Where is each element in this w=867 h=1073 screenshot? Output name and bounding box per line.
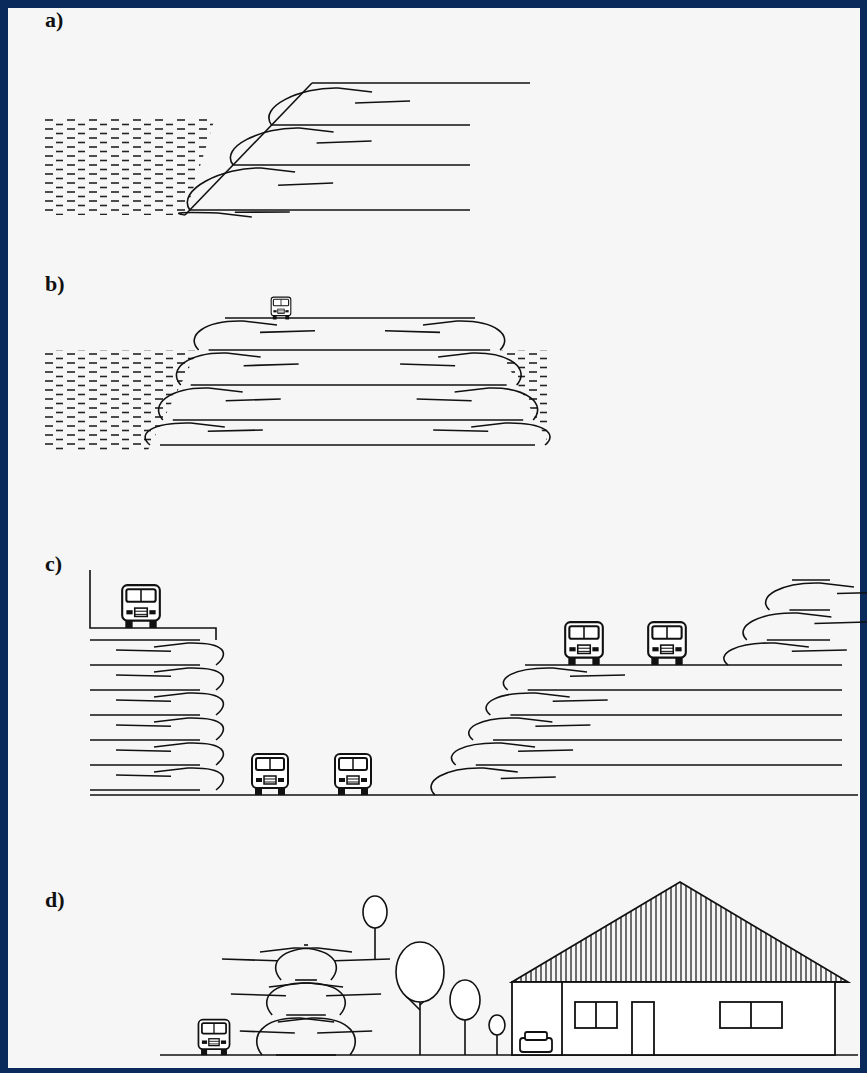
- geogrid-layer: [837, 592, 867, 594]
- geogrid-layer: [272, 124, 470, 126]
- geogrid-layer: [471, 423, 550, 445]
- geogrid-layer: [154, 718, 223, 740]
- geogrid-layer: [724, 643, 809, 665]
- geogrid-layer: [90, 664, 200, 666]
- panel-label: c): [45, 552, 62, 576]
- geogrid-layer: [814, 622, 867, 624]
- geogrid-layer: [278, 183, 333, 185]
- geogrid-layer: [267, 983, 343, 1015]
- geogrid-layer: [159, 388, 243, 420]
- geogrid-layer: [269, 983, 345, 1015]
- geogrid-layer: [176, 353, 260, 385]
- geogrid-layer: [260, 948, 336, 980]
- geogrid-layer: [240, 1031, 295, 1033]
- geogrid-layer: [792, 579, 830, 581]
- geogrid-layer: [257, 1018, 334, 1055]
- geogrid-layer: [222, 959, 277, 961]
- geogrid-layer: [116, 700, 171, 701]
- geogrid-layer: [90, 639, 200, 641]
- geogrid-layer: [278, 1018, 355, 1055]
- geogrid-layer: [326, 994, 381, 996]
- geogrid-layer: [231, 994, 286, 996]
- geogrid-layer: [286, 1014, 326, 1016]
- geogrid-layer: [208, 430, 263, 431]
- geogrid-layer: [493, 739, 842, 741]
- geogrid-layer: [185, 83, 312, 215]
- geogrid-layer: [317, 1031, 372, 1033]
- geogrid-layer: [312, 82, 530, 84]
- geogrid-layer: [235, 211, 290, 213]
- geogrid-layer: [417, 399, 472, 401]
- geogrid-layer: [179, 213, 252, 217]
- geogrid-layer: [438, 353, 521, 385]
- geogrid-layer: [230, 128, 333, 165]
- geogrid-layer: [154, 643, 223, 665]
- geogrid-layer: [90, 789, 200, 791]
- geogrid-layer: [116, 775, 171, 776]
- panel-label: b): [45, 272, 65, 296]
- geogrid-layer: [90, 739, 200, 741]
- geogrid-layer: [792, 650, 847, 651]
- geogrid-layer: [789, 609, 830, 611]
- geogrid-layer: [116, 675, 171, 676]
- geogrid-layer: [304, 944, 308, 946]
- geogrid-layer: [728, 664, 842, 666]
- panel-label: a): [45, 8, 63, 32]
- geogrid-layer: [317, 141, 372, 143]
- geogrid-layer: [154, 768, 223, 790]
- geogrid-layer: [154, 693, 223, 715]
- geogrid-layer: [154, 668, 223, 690]
- geogrid-layer: [154, 743, 223, 765]
- geogrid-layer: [269, 88, 372, 125]
- geogrid-layer: [570, 675, 625, 676]
- geogrid-layer: [423, 321, 505, 350]
- geogrid-layer: [553, 700, 608, 701]
- geogrid-layer: [116, 750, 171, 751]
- geogrid-layer: [535, 725, 590, 726]
- geogrid-layer: [455, 388, 538, 420]
- geogrid-layer: [209, 349, 490, 351]
- geogrid-layer: [431, 768, 518, 795]
- geogrid-layer: [90, 764, 200, 766]
- panel-label: d): [45, 888, 65, 912]
- geogrid-layer: [518, 750, 573, 751]
- geogrid-layer: [116, 650, 171, 651]
- geogrid-layer: [295, 979, 317, 981]
- geogrid-layer: [276, 948, 352, 980]
- geogrid-layer: [90, 714, 200, 716]
- geogrid-layer: [510, 714, 842, 716]
- geogrid-layer: [476, 764, 842, 766]
- geogrid-layer: [233, 164, 470, 166]
- geogrid-layer: [355, 101, 410, 103]
- geogrid-layer: [433, 430, 488, 431]
- geogrid-layer: [767, 639, 830, 641]
- geogrid-layer: [187, 168, 295, 210]
- geogrid-layer: [90, 689, 200, 691]
- geogrid-layer: [173, 419, 523, 421]
- geogrid-layer: [451, 743, 535, 765]
- geogrid-layer: [525, 664, 728, 666]
- geogrid-layer: [766, 583, 854, 610]
- geogrid-layer: [469, 718, 553, 740]
- geogrid-layer: [116, 725, 171, 726]
- geogrid-layer: [486, 693, 570, 715]
- geogrid-layer: [225, 317, 475, 319]
- geogrid-layer: [190, 209, 470, 211]
- geogrid-layer: [743, 613, 831, 640]
- geogrid-layer: [501, 777, 556, 779]
- geogrid-layer: [226, 399, 281, 401]
- geogrid-layer: [244, 364, 299, 366]
- geogrid-layer: [335, 959, 390, 961]
- geogrid-layer: [528, 689, 842, 691]
- geogrid-layer: [191, 384, 507, 386]
- geogrid-layer: [160, 444, 535, 446]
- geogrid-layer: [400, 364, 455, 366]
- geogrid-layer: [503, 668, 587, 690]
- geogrid-layer: [194, 321, 277, 350]
- geogrid-layer: [260, 331, 315, 333]
- geogrid-layer: [145, 423, 225, 445]
- geogrid-layer: [385, 331, 440, 333]
